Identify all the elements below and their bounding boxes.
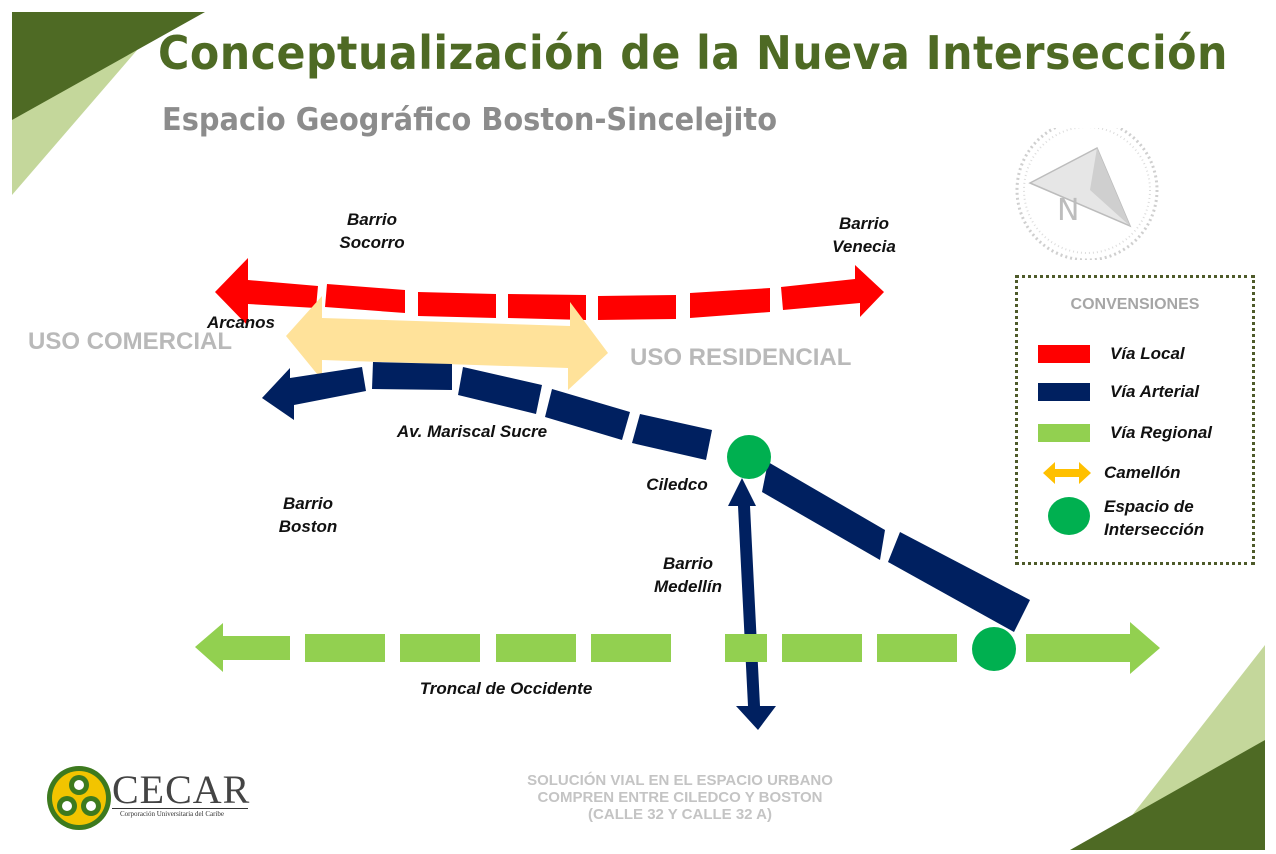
page-subtitle: Espacio Geográfico Boston-Sincelejito [162, 102, 778, 138]
green-circle-icon [1048, 497, 1090, 535]
via-arterial-road [262, 362, 1030, 730]
footer-line-1: SOLUCIÓN VIAL EN EL ESPACIO URBANO [527, 772, 833, 789]
via-regional-road [195, 622, 1160, 674]
label-barrio-socorro: Barrio Socorro [339, 210, 405, 252]
double-arrow-icon [1043, 462, 1091, 484]
logo-divider [112, 808, 248, 809]
legend-title: CONVENSIONES [1070, 296, 1200, 313]
label-av-mariscal-sucre: Av. Mariscal Sucre [396, 422, 548, 441]
label-arcanos: Arcanos [206, 313, 276, 332]
corner-decoration-top-left [12, 12, 205, 195]
corner-decoration-bottom-right [1070, 645, 1265, 850]
page-title: Conceptualización de la Nueva Intersecci… [158, 26, 1228, 80]
logo-name: CECAR [112, 767, 251, 812]
legend-label-via-arterial: Vía Arterial [1110, 382, 1200, 401]
intersection-ciledco [727, 435, 771, 479]
camellon-arrow [286, 296, 608, 390]
footer-caption: SOLUCIÓN VIAL EN EL ESPACIO URBANO COMPR… [470, 772, 890, 823]
legend-label-via-local: Vía Local [1110, 344, 1185, 363]
legend-box: CONVENSIONES Vía Local Vía Arterial Vía … [1015, 275, 1255, 565]
label-barrio-venecia: Barrio Venecia [832, 214, 896, 256]
zone-uso-comercial: USO COMERCIAL [28, 328, 232, 355]
footer-line-3: (CALLE 32 Y CALLE 32 A) [588, 806, 772, 823]
compass-letter: N [1057, 193, 1079, 228]
legend-label-espacio-interseccion: Espacio de Intersección [1104, 497, 1205, 539]
navy-bar-icon [1038, 383, 1090, 401]
green-bar-icon [1038, 424, 1090, 442]
red-bar-icon [1038, 345, 1090, 363]
label-barrio-boston: Barrio Boston [278, 494, 338, 536]
footer-line-2: COMPREN ENTRE CILEDCO Y BOSTON [537, 789, 823, 806]
intersection-troncal [972, 627, 1016, 671]
label-troncal-de-occidente: Troncal de Occidente [419, 679, 593, 698]
cecar-logo-icon [47, 766, 111, 830]
label-barrio-medellin: Barrio Medellín [653, 554, 722, 596]
zone-uso-residencial: USO RESIDENCIAL [630, 344, 852, 371]
via-local-road [215, 258, 884, 326]
logo-subtitle: Corporación Universitaria del Caribe [120, 810, 224, 818]
compass-icon: N [1015, 128, 1159, 260]
label-ciledco: Ciledco [646, 475, 708, 494]
legend-label-via-regional: Vía Regional [1110, 423, 1213, 442]
legend-label-camellon: Camellón [1104, 463, 1181, 482]
